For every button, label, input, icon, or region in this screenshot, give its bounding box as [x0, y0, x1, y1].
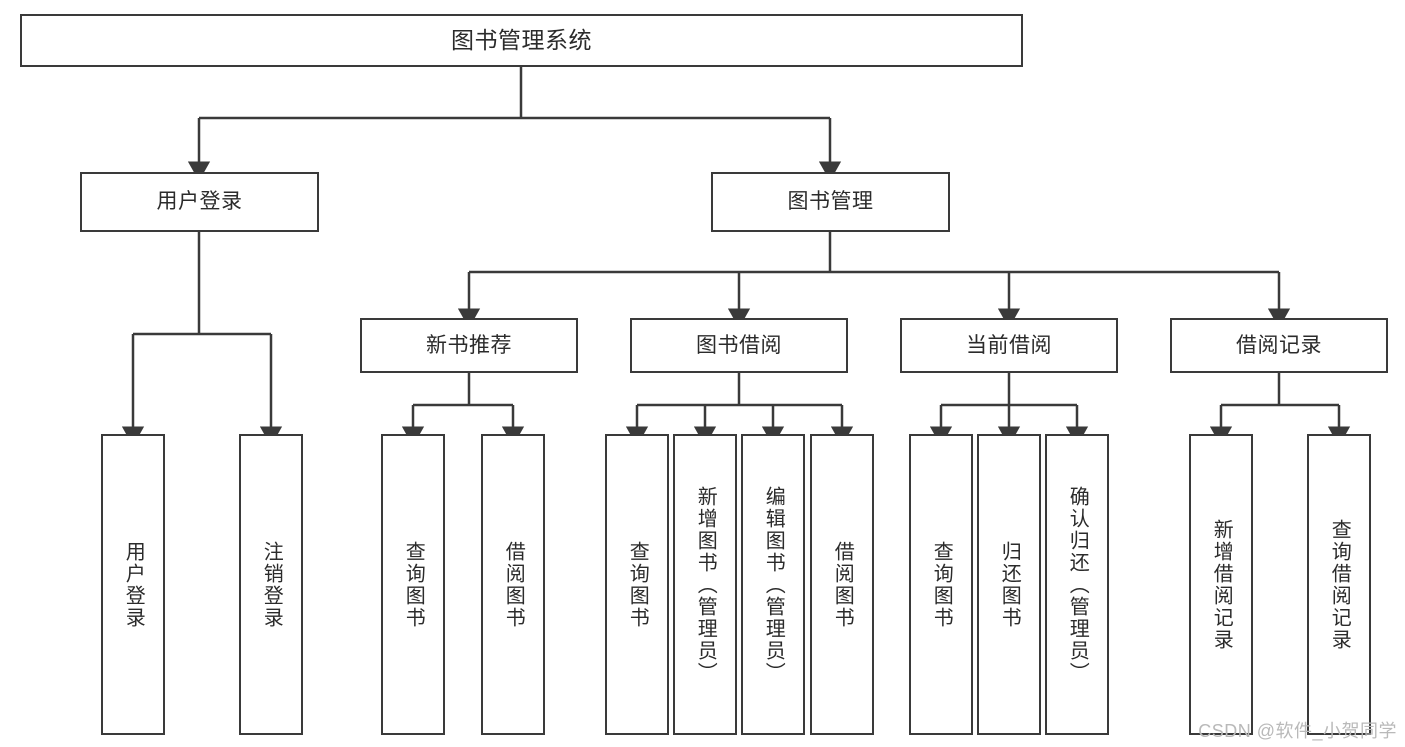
node-borrow-record[interactable]: 借阅记录	[1170, 318, 1388, 373]
leaf-user-login-login[interactable]: 用户登录	[101, 434, 165, 735]
node-book-management-label: 图书管理	[787, 190, 874, 214]
leaf-book-borrow-query[interactable]: 查询图书	[605, 434, 669, 735]
leaf-borrow-record-query-label: 查询借阅记录	[1328, 518, 1351, 651]
leaf-borrow-record-add[interactable]: 新增借阅记录	[1189, 434, 1253, 735]
node-borrow-record-label: 借阅记录	[1236, 333, 1322, 357]
node-new-book-recommend-label: 新书推荐	[426, 333, 512, 357]
node-user-login-label: 用户登录	[156, 190, 243, 214]
leaf-current-borrow-query[interactable]: 查询图书	[909, 434, 973, 735]
leaf-book-borrow-borrow-label: 借阅图书	[831, 540, 854, 629]
node-book-borrow-label: 图书借阅	[696, 333, 782, 357]
node-current-borrow[interactable]: 当前借阅	[900, 318, 1118, 373]
leaf-book-borrow-edit-label: 编辑图书（管理员）	[762, 485, 785, 684]
leaf-current-borrow-query-label: 查询图书	[930, 540, 953, 629]
node-new-book-recommend[interactable]: 新书推荐	[360, 318, 578, 373]
leaf-book-borrow-borrow[interactable]: 借阅图书	[810, 434, 874, 735]
leaf-current-borrow-confirm-return[interactable]: 确认归还（管理员）	[1045, 434, 1109, 735]
leaf-borrow-record-add-label: 新增借阅记录	[1210, 518, 1233, 651]
node-root[interactable]: 图书管理系统	[20, 14, 1023, 67]
node-book-borrow[interactable]: 图书借阅	[630, 318, 848, 373]
leaf-user-login-logout-label: 注销登录	[260, 540, 283, 629]
csdn-watermark: CSDN @软件_小贺同学	[1198, 721, 1397, 741]
leaf-current-borrow-return[interactable]: 归还图书	[977, 434, 1041, 735]
leaf-book-borrow-edit[interactable]: 编辑图书（管理员）	[741, 434, 805, 735]
node-current-borrow-label: 当前借阅	[966, 333, 1052, 357]
node-user-login[interactable]: 用户登录	[80, 172, 319, 232]
leaf-current-borrow-confirm-return-label: 确认归还（管理员）	[1066, 485, 1089, 684]
leaf-user-login-logout[interactable]: 注销登录	[239, 434, 303, 735]
node-book-management[interactable]: 图书管理	[711, 172, 950, 232]
leaf-new-book-borrow[interactable]: 借阅图书	[481, 434, 545, 735]
node-root-label: 图书管理系统	[451, 26, 592, 53]
leaf-book-borrow-add[interactable]: 新增图书（管理员）	[673, 434, 737, 735]
leaf-book-borrow-query-label: 查询图书	[626, 540, 649, 629]
leaf-current-borrow-return-label: 归还图书	[998, 540, 1021, 629]
leaf-borrow-record-query[interactable]: 查询借阅记录	[1307, 434, 1371, 735]
leaf-new-book-query-label: 查询图书	[402, 540, 425, 629]
leaf-new-book-query[interactable]: 查询图书	[381, 434, 445, 735]
leaf-new-book-borrow-label: 借阅图书	[502, 540, 525, 629]
leaf-book-borrow-add-label: 新增图书（管理员）	[694, 485, 717, 684]
leaf-user-login-login-label: 用户登录	[122, 540, 145, 629]
